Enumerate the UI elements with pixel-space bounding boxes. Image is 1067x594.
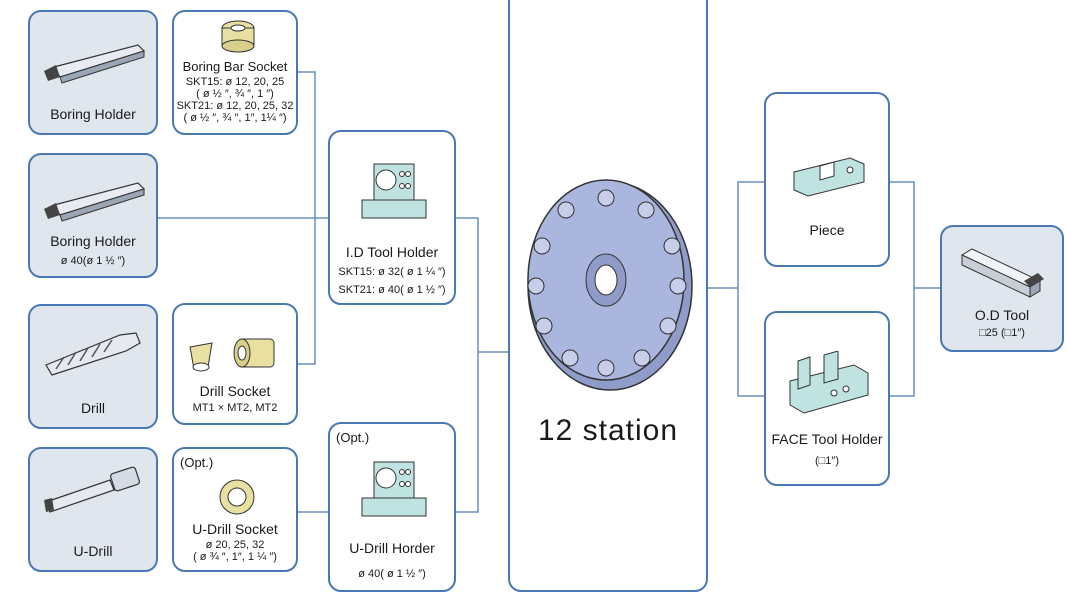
- u-drill-horder-spec: ø 40( ø 1 ½ ″): [358, 568, 426, 580]
- drill-box: Drill: [28, 304, 158, 429]
- od-tool-spec: □25 (□1″): [979, 327, 1025, 339]
- turret-output-line: [708, 181, 764, 397]
- od-tool-title: O.D Tool: [974, 307, 1030, 323]
- turret-box: 12 station: [508, 0, 708, 592]
- piece-label: Piece: [809, 222, 845, 238]
- u-drill-socket-spec: ( ø ¾ ″, 1″, 1 ¼ ″): [193, 551, 277, 563]
- drill-socket-spec: MT1 × MT2, MT2: [192, 402, 278, 414]
- holder-bus-line: [456, 217, 479, 513]
- u-drill-horder-title: U-Drill Horder: [349, 540, 435, 556]
- drill-socket-box: Drill Socket MT1 × MT2, MT2: [172, 303, 298, 425]
- drill-label: Drill: [80, 400, 106, 416]
- id-tool-holder-title: I.D Tool Holder: [345, 244, 439, 260]
- socket-spec-line: ( ø ½ ″, ¾ ″, 1″, 1¼ ″): [183, 112, 287, 124]
- boring-holder-box: Boring Holder: [28, 10, 158, 135]
- boring-bar-socket-box: Boring Bar Socket SKT15: ø 12, 20, 25 ( …: [172, 10, 298, 135]
- u-drill-horder-icon: [361, 461, 427, 517]
- boring-bar-icon: [44, 44, 146, 84]
- turret-disc-icon: [527, 179, 693, 391]
- id-tool-holder-spec: SKT21: ø 40( ø 1 ½ ″): [338, 284, 446, 296]
- u-drill-socket-icon: [219, 479, 255, 515]
- turret-label: 12 station: [537, 414, 679, 447]
- socket-title: Boring Bar Socket: [182, 59, 288, 74]
- u-drill-label: U-Drill: [73, 543, 113, 559]
- boring-holder-label: Boring Holder: [50, 233, 136, 249]
- u-drill-box: U-Drill: [28, 447, 158, 572]
- od-tool-line: [890, 181, 940, 397]
- face-tool-holder-title: FACE Tool Holder: [771, 431, 883, 447]
- socket-icon: [221, 20, 255, 53]
- drill-socket-title: Drill Socket: [199, 383, 271, 399]
- socket-spec-line: SKT15: ø 12, 20, 25: [185, 76, 285, 88]
- u-drill-icon: [44, 466, 140, 513]
- piece-box: Piece: [764, 92, 890, 267]
- boring-holder-label: Boring Holder: [50, 106, 136, 122]
- socket-spec-line: ( ø ½ ″, ¾ ″, 1 ″): [196, 88, 274, 100]
- od-tool-box: O.D Tool □25 (□1″): [940, 225, 1064, 352]
- u-drill-socket-box: (Opt.) U-Drill Socket ø 20, 25, 32 ( ø ¾…: [172, 447, 298, 572]
- piece-icon: [793, 157, 865, 197]
- boring-holder-box: Boring Holder ø 40(ø 1 ½ ″): [28, 153, 158, 278]
- u-drill-socket-spec: ø 20, 25, 32: [205, 539, 265, 551]
- face-tool-holder-icon: [789, 351, 869, 414]
- boring-holder-size: ø 40(ø 1 ½ ″): [60, 255, 126, 267]
- optional-label: (Opt.): [180, 455, 214, 470]
- drill-socket-icon: [189, 338, 275, 372]
- socket-spec-line: SKT21: ø 12, 20, 25, 32: [176, 100, 294, 112]
- od-tool-icon: [960, 248, 1044, 298]
- face-tool-holder-spec: (□1″): [815, 455, 839, 467]
- optional-label: (Opt.): [336, 430, 370, 445]
- id-tool-holder-spec: SKT15: ø 32( ø 1 ¼ ″): [338, 266, 446, 278]
- u-drill-socket-title: U-Drill Socket: [192, 521, 278, 537]
- u-drill-horder-box: (Opt.) U-Drill Horder ø 40( ø 1 ½ ″): [328, 422, 456, 592]
- id-tool-holder-box: I.D Tool Holder SKT15: ø 32( ø 1 ¼ ″) SK…: [328, 130, 456, 305]
- drill-icon: [45, 332, 141, 376]
- face-tool-holder-box: FACE Tool Holder (□1″): [764, 311, 890, 486]
- boring-bar-icon: [44, 182, 146, 222]
- id-tool-holder-icon: [361, 163, 427, 219]
